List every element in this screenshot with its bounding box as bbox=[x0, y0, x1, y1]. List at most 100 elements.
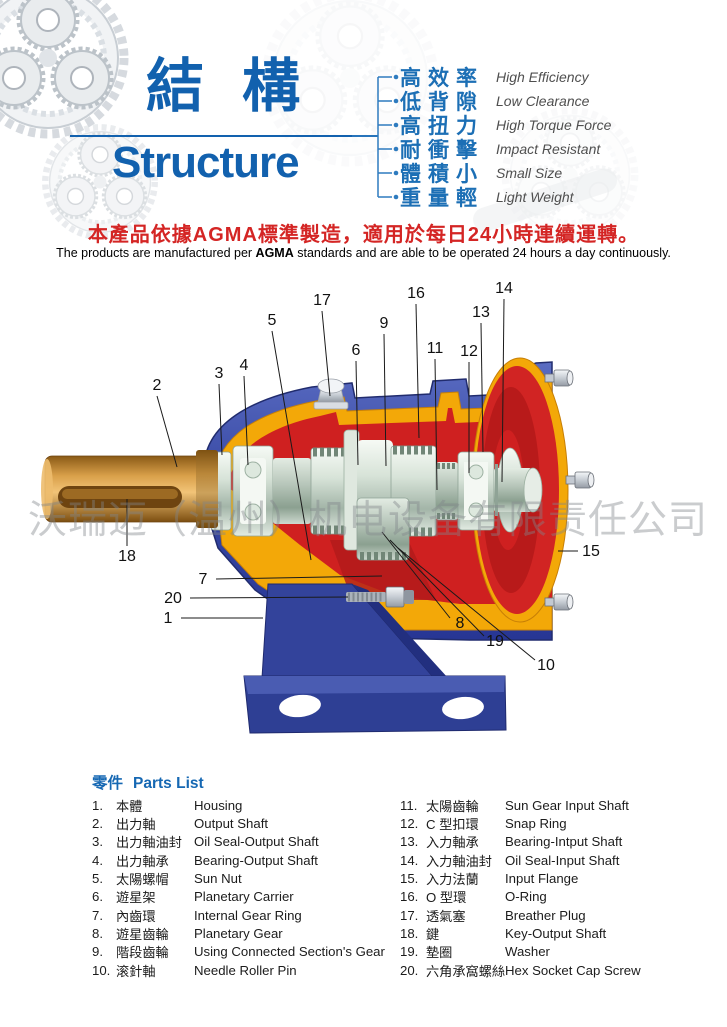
part-name-en: Planetary Gear bbox=[194, 926, 283, 942]
feature-list: 高效率 High Efficiency 低背隙 Low Clearance 高扭… bbox=[400, 65, 612, 210]
breather-plug bbox=[313, 378, 349, 410]
part-name-en: Snap Ring bbox=[505, 816, 567, 832]
callout-10: 10 bbox=[537, 657, 555, 674]
part-name-zh: 出力軸承 bbox=[116, 853, 169, 869]
part-name-zh: C 型扣環 bbox=[426, 817, 479, 833]
part-number: 12. bbox=[400, 816, 419, 832]
part-name-zh: 入力軸承 bbox=[426, 835, 479, 851]
part-row-11: 11. 太陽齒輪 Sun Gear Input Shaft bbox=[400, 796, 641, 814]
part-number: 4. bbox=[92, 852, 103, 868]
part-name-zh: 遊星架 bbox=[116, 890, 156, 906]
part-number: 18. bbox=[400, 926, 419, 942]
part-name-en: Hex Socket Cap Screw bbox=[505, 962, 641, 978]
part-name-zh: 墊圈 bbox=[426, 945, 453, 961]
notice-en-suffix: standards and are able to be operated 24… bbox=[293, 246, 671, 260]
flange-bolts bbox=[544, 369, 595, 611]
callout-11: 11 bbox=[427, 340, 444, 357]
callout-9: 9 bbox=[380, 315, 389, 332]
part-name-zh: 出力軸 bbox=[116, 817, 156, 833]
part-name-zh: 透氣塞 bbox=[426, 908, 466, 924]
callout-5: 5 bbox=[268, 312, 277, 329]
part-name-en: Output Shaft bbox=[194, 816, 269, 832]
gear-photo-1 bbox=[0, 0, 124, 134]
part-name-en: Housing bbox=[194, 797, 243, 813]
part-name-en: Sun Gear Input Shaft bbox=[505, 797, 629, 813]
part-name-en: Internal Gear Ring bbox=[194, 907, 302, 923]
feature-en: Impact Resistant bbox=[496, 141, 601, 157]
part-number: 6. bbox=[92, 889, 103, 905]
callout-leader-lines bbox=[126, 298, 578, 661]
part-number: 11. bbox=[400, 797, 418, 813]
feature-zh: 耐衝擊 bbox=[400, 139, 484, 162]
callout-14: 14 bbox=[495, 280, 513, 297]
callout-19: 19 bbox=[486, 633, 504, 650]
part-number: 8. bbox=[92, 926, 103, 942]
gear-shaft-photo bbox=[473, 168, 617, 232]
part-name-en: Key-Output Shaft bbox=[505, 926, 607, 942]
part-name-en: Washer bbox=[505, 944, 550, 960]
part-number: 5. bbox=[92, 871, 103, 887]
part-name-zh: 入力法蘭 bbox=[426, 872, 479, 888]
part-name-zh: 太陽齒輪 bbox=[426, 798, 479, 814]
callout-20: 20 bbox=[164, 590, 182, 607]
part-number: 2. bbox=[92, 816, 103, 832]
agma-notice-en: The products are manufactured per AGMA s… bbox=[0, 246, 727, 260]
feature-zh: 高效率 bbox=[400, 67, 484, 90]
part-name-zh: 本體 bbox=[116, 798, 143, 814]
part-number: 17. bbox=[400, 907, 419, 923]
part-name-en: Using Connected Section's Gear bbox=[194, 944, 385, 960]
cavity-red-wedge bbox=[330, 540, 436, 600]
feature-row: 高效率 High Efficiency bbox=[400, 65, 611, 90]
feature-en: Small Size bbox=[496, 165, 563, 181]
part-name-zh: 入力軸油封 bbox=[426, 853, 492, 869]
gear-stack bbox=[210, 429, 543, 561]
feature-row: 耐衝擊 Impact Resistant bbox=[400, 137, 611, 162]
feature-en: Low Clearance bbox=[496, 93, 590, 109]
part-name-zh: 遊星齒輪 bbox=[116, 927, 169, 943]
part-number: 1. bbox=[92, 797, 103, 813]
part-number: 16. bbox=[400, 889, 419, 905]
part-name-en: Sun Nut bbox=[194, 871, 242, 887]
feature-zh: 體積小 bbox=[400, 163, 484, 186]
part-name-en: Bearing-Intput Shaft bbox=[505, 834, 623, 850]
part-number: 13. bbox=[400, 834, 419, 850]
part-name-en: Oil Seal-Input Shaft bbox=[505, 852, 620, 868]
parts-title-zh: 零件 bbox=[92, 775, 124, 792]
part-number: 10. bbox=[92, 962, 111, 978]
callout-3: 3 bbox=[215, 365, 224, 382]
agma-notice-zh: 本產品依據AGMA標準製造，適用於每日24小時連續運轉。 bbox=[87, 224, 640, 246]
feature-en: High Torque Force bbox=[496, 117, 612, 133]
feature-en: High Efficiency bbox=[496, 69, 589, 85]
feature-row: 低背隙 Low Clearance bbox=[400, 89, 611, 114]
feature-zh: 高扭力 bbox=[400, 115, 484, 138]
part-name-zh: 階段齒輪 bbox=[116, 945, 169, 961]
callout-2: 2 bbox=[153, 377, 162, 394]
part-number: 3. bbox=[92, 834, 103, 850]
parts-list-right-column: 11. 太陽齒輪 Sun Gear Input Shaft 12. C 型扣環 Snap… bbox=[400, 796, 641, 979]
part-number: 7. bbox=[92, 907, 103, 923]
part-name-zh: 出力軸油封 bbox=[116, 835, 182, 851]
callout-7: 7 bbox=[199, 571, 208, 588]
notice-en-agma: AGMA bbox=[255, 246, 294, 260]
notice-en-prefix: The products are manufactured per bbox=[56, 246, 256, 260]
part-number: 15. bbox=[400, 871, 419, 887]
part-number: 20. bbox=[400, 962, 419, 978]
part-name-en: Needle Roller Pin bbox=[194, 962, 297, 978]
feature-row: 重量輕 Light Weight bbox=[400, 185, 611, 210]
callout-labels: 1 2 3 4 5 6 7 8 9 10 11 12 13 14 15 16 1… bbox=[118, 280, 600, 674]
feature-row: 高扭力 High Torque Force bbox=[400, 113, 612, 138]
part-name-zh: 六角承窩螺絲 bbox=[426, 963, 506, 979]
